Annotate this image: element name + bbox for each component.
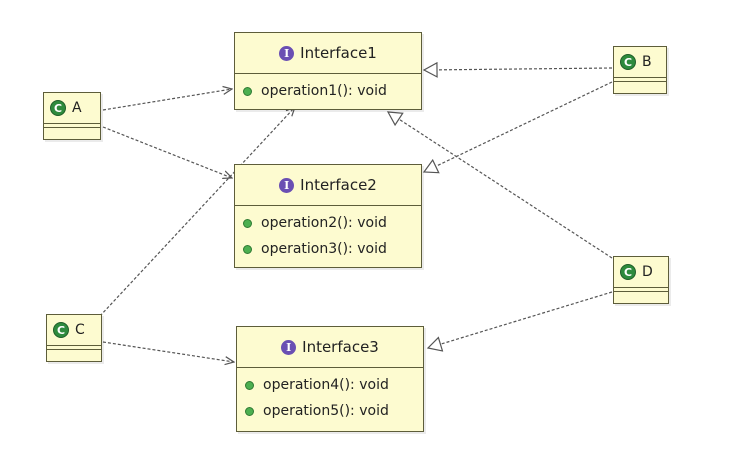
edge-a-to-interface1 [102, 89, 232, 111]
class-icon: C [50, 100, 66, 116]
interface1-name: Interface1 [300, 44, 377, 62]
operation-row[interactable]: operation3(): void [235, 236, 421, 262]
class-c-box[interactable]: C C [46, 314, 102, 362]
operations-compartment [44, 127, 100, 131]
operations-compartment [614, 291, 668, 295]
class-b-name: B [642, 54, 652, 70]
operation-row[interactable]: operation2(): void [235, 210, 421, 236]
edge-b-realizes-interface1 [422, 61, 613, 78]
class-icon: C [620, 54, 636, 70]
edge-a-to-interface2 [102, 126, 232, 178]
class-icon: C [620, 264, 636, 280]
edge-c-to-interface3 [102, 341, 234, 362]
operations-compartment [47, 349, 101, 353]
interface1-box[interactable]: I Interface1 operation1(): void [234, 32, 422, 110]
public-method-icon [243, 244, 252, 254]
public-method-icon [243, 218, 252, 228]
interface3-box[interactable]: I Interface3 operation4(): void operatio… [236, 326, 424, 432]
edge-c-to-interface1 [99, 107, 295, 317]
attributes-compartment [47, 345, 101, 349]
interface3-header: I Interface3 [237, 327, 423, 368]
operation-signature: operation5(): void [263, 403, 389, 419]
operation-row[interactable]: operation1(): void [235, 78, 421, 104]
public-method-icon [245, 406, 254, 416]
operation-signature: operation4(): void [263, 377, 389, 393]
interface-icon: I [279, 177, 295, 193]
class-a-header: C A [44, 93, 100, 123]
operations-compartment [614, 81, 666, 85]
operation-row[interactable]: operation5(): void [237, 398, 423, 424]
operation-signature: operation1(): void [261, 83, 387, 99]
edge-d-realizes-interface1 [386, 111, 613, 259]
interface-icon: I [279, 45, 295, 61]
class-icon: C [53, 322, 69, 338]
public-method-icon [245, 380, 254, 390]
edge-b-realizes-interface2 [422, 81, 613, 174]
interface1-operations: operation1(): void [235, 74, 421, 104]
interface2-box[interactable]: I Interface2 operation2(): void operatio… [234, 164, 422, 268]
class-b-box[interactable]: C B [613, 46, 667, 94]
interface3-name: Interface3 [302, 338, 379, 356]
interface2-header: I Interface2 [235, 165, 421, 206]
class-d-header: C D [614, 257, 668, 287]
interface2-name: Interface2 [300, 176, 377, 194]
edge-d-realizes-interface3 [426, 291, 613, 352]
public-method-icon [243, 86, 252, 96]
interface-icon: I [281, 339, 297, 355]
class-d-name: D [642, 264, 653, 280]
attributes-compartment [44, 123, 100, 127]
class-a-box[interactable]: C A [43, 92, 101, 140]
class-d-box[interactable]: C D [613, 256, 669, 304]
class-c-name: C [75, 322, 85, 338]
interface1-header: I Interface1 [235, 33, 421, 74]
operation-row[interactable]: operation4(): void [237, 372, 423, 398]
class-a-name: A [72, 100, 82, 116]
interface2-operations: operation2(): void operation3(): void [235, 206, 421, 262]
attributes-compartment [614, 77, 666, 81]
attributes-compartment [614, 287, 668, 291]
operation-signature: operation3(): void [261, 241, 387, 257]
operation-signature: operation2(): void [261, 215, 387, 231]
class-b-header: C B [614, 47, 666, 77]
class-c-header: C C [47, 315, 101, 345]
interface3-operations: operation4(): void operation5(): void [237, 368, 423, 424]
